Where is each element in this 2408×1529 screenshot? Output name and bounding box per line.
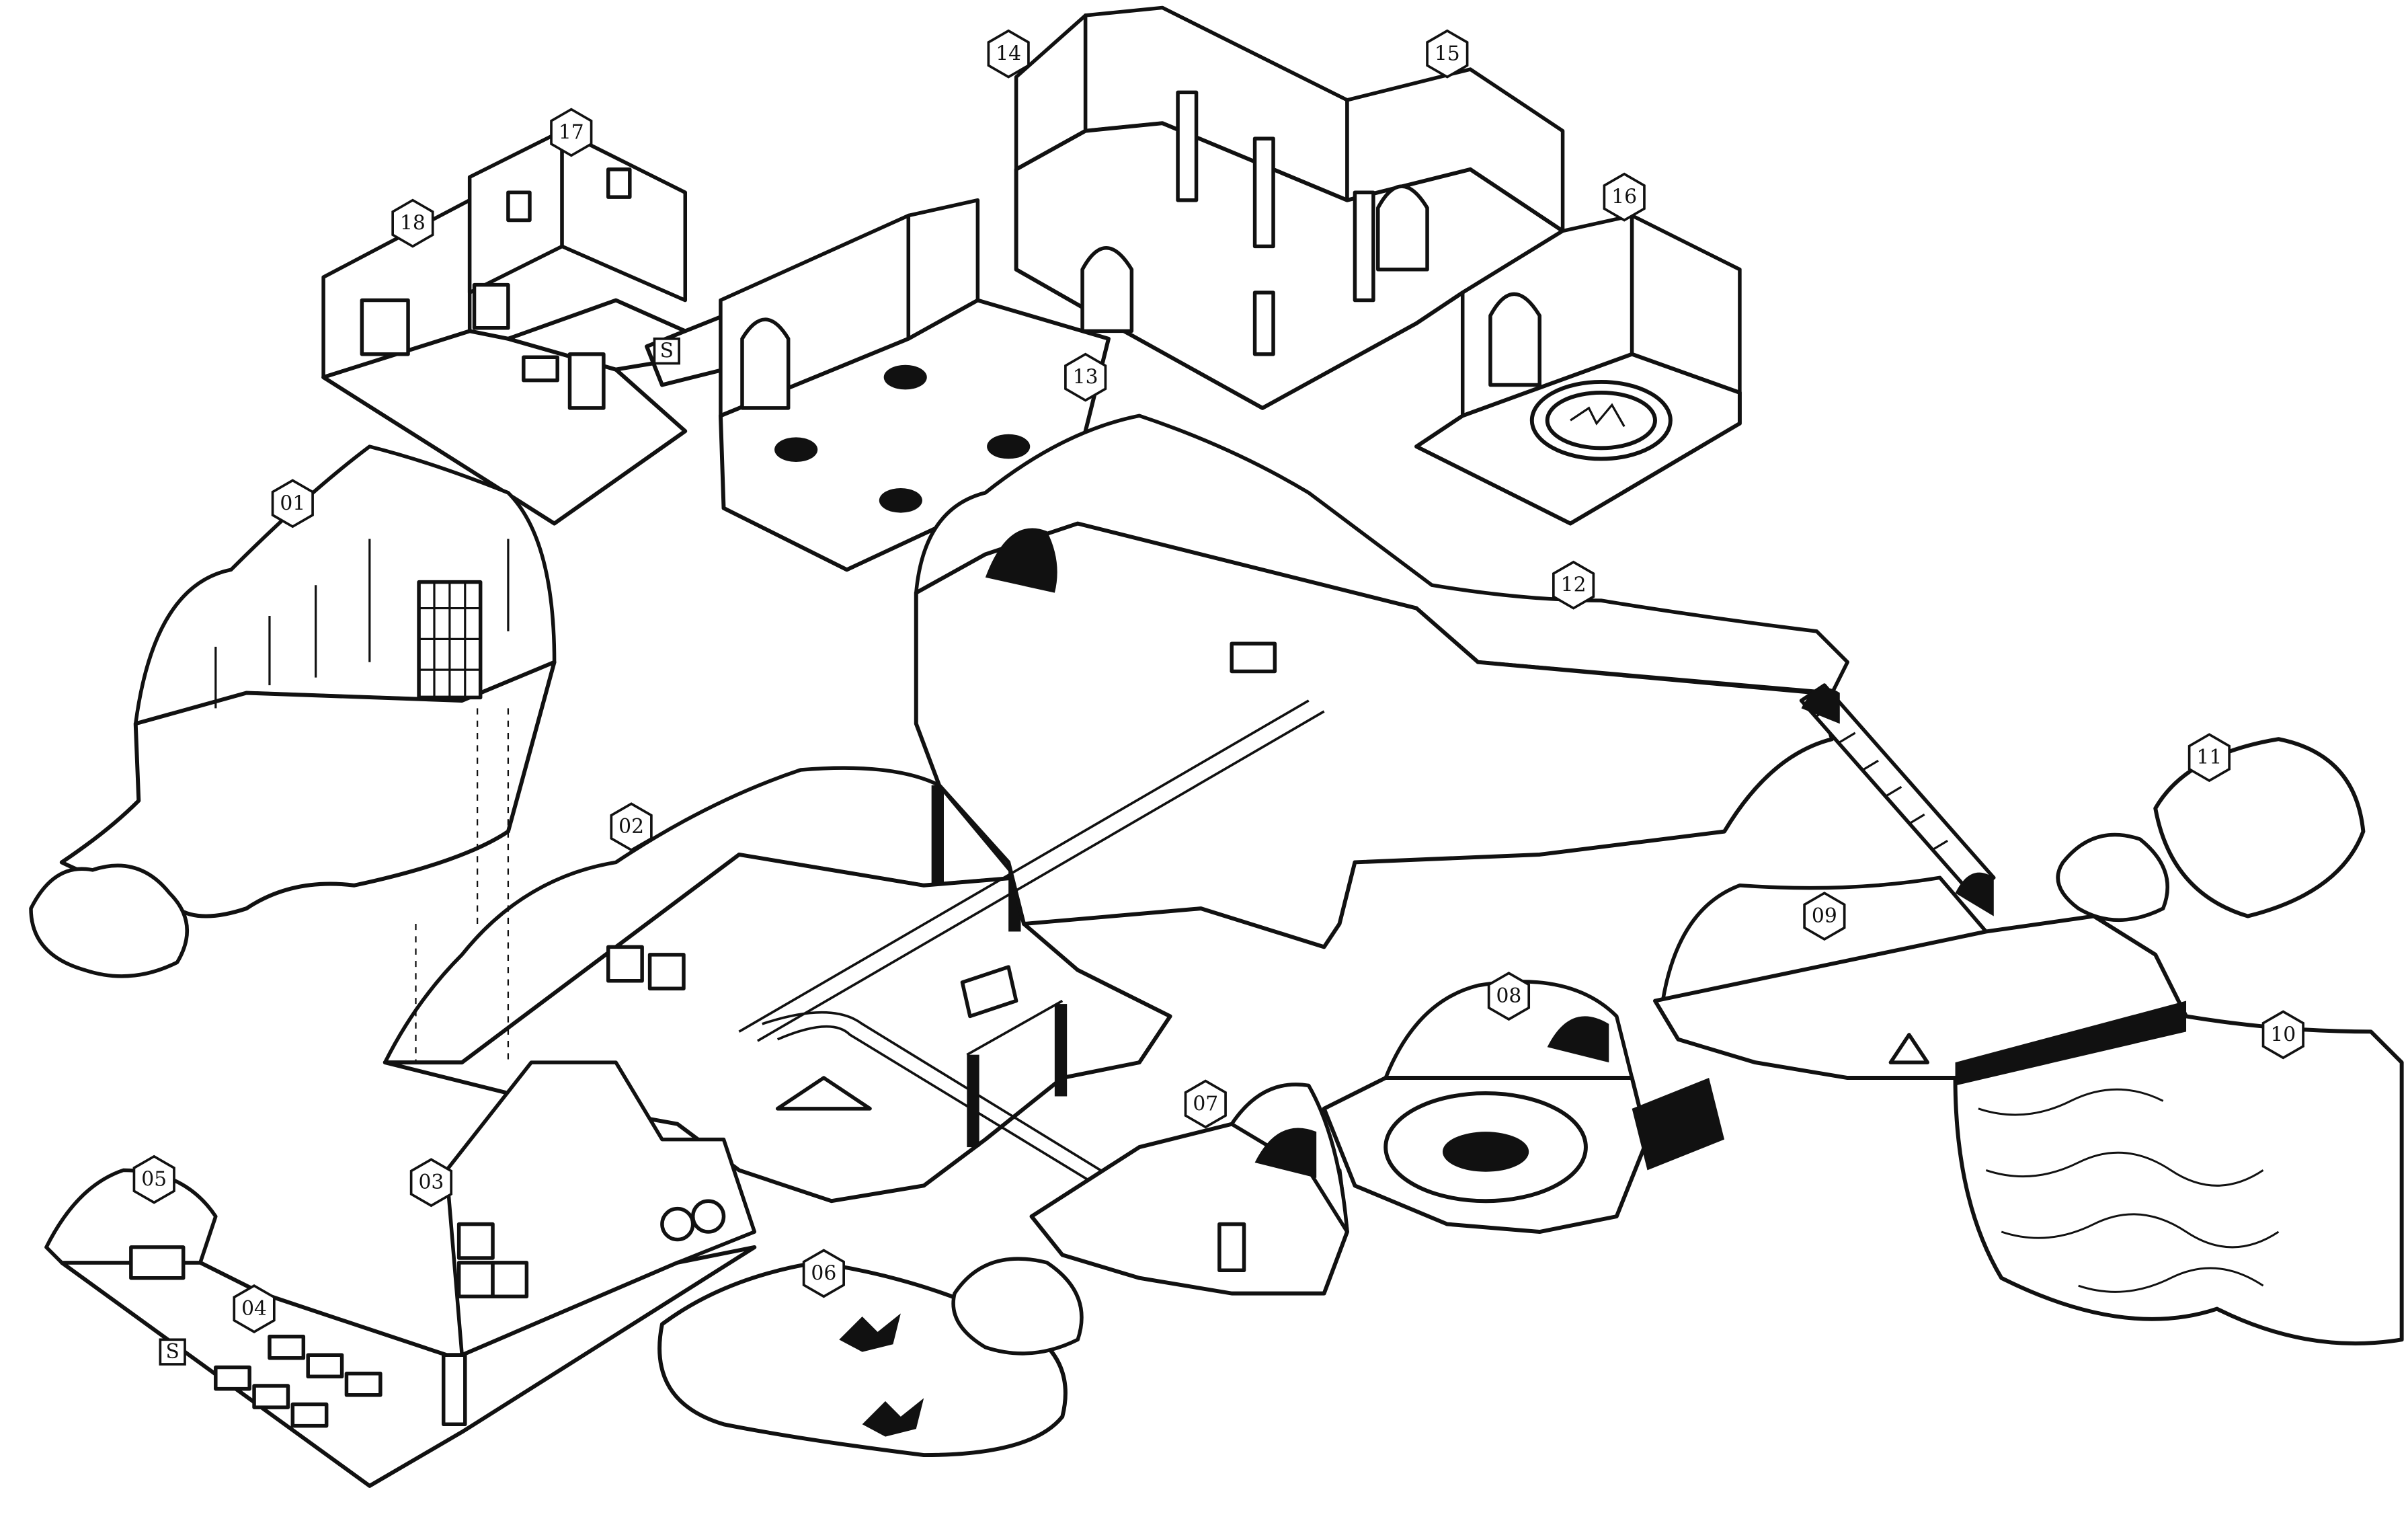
room-13-statue-hall [718,198,1111,572]
room-number: 05 [141,1168,167,1191]
hexagon-badge-icon [987,29,1030,79]
room-label-09: 09 [1803,892,1846,941]
room-label-04: 04 [233,1284,276,1333]
room-label-05: 05 [132,1154,175,1204]
room-number: 02 [618,815,644,838]
room-number: 08 [1496,984,1521,1008]
room-number: 12 [1561,574,1587,597]
hexagon-badge-icon [1426,29,1469,79]
hexagon-badge-icon [1803,892,1846,941]
room-number: 10 [2270,1023,2296,1046]
secret-door-marker-box [159,1338,186,1366]
room-label-17: 17 [550,108,593,157]
secret-door-marker-box [653,337,680,365]
room-label-15: 15 [1426,29,1469,79]
room-label-12: 12 [1552,560,1595,610]
room-number: 01 [280,492,305,515]
room-16-summoning-circle [1414,213,1742,526]
rooms-03-04-05-barracks [44,1060,757,1488]
room-label-02: 02 [610,802,653,852]
hexagon-badge-icon [233,1284,276,1333]
cave-12-great-cavern [914,414,1849,949]
room-number: 09 [1812,904,1837,928]
secret-door-markers: SS [159,337,680,1366]
cave-10-underground-river [1888,1001,2404,1346]
hexagon-badge-icon [2188,733,2231,783]
hexagon-badge-icon [1184,1079,1227,1129]
secret-door-marker: S [165,1340,179,1364]
room-number: 17 [559,120,584,144]
room-label-01: 01 [271,479,314,528]
hexagon-badge-icon [271,479,314,528]
cave-01 [29,444,557,978]
room-label-11: 11 [2188,733,2231,783]
room-number: 15 [1435,42,1460,66]
room-number: 18 [400,212,426,235]
room-label-06: 06 [802,1249,845,1298]
hexagon-badge-icon [2261,1010,2304,1060]
room-14-15-pillared-hall [1014,5,1565,410]
room-number: 16 [1611,186,1637,209]
room-number: 04 [241,1297,267,1321]
hexagon-badge-icon [1552,560,1595,610]
room-label-14: 14 [987,29,1030,79]
hexagon-badge-icon [550,108,593,157]
room-number: 03 [418,1171,444,1194]
minecart-tracks [738,699,1325,1243]
room-label-03: 03 [409,1158,453,1208]
hexagon-badge-icon [1064,352,1107,402]
elevation-guides [415,708,510,1063]
hexagon-badge-icon [1603,172,1646,222]
hexagon-badge-icon [391,198,434,248]
secret-door-marker: S [660,340,674,363]
room-number: 07 [1193,1092,1218,1115]
room-number: 11 [2196,746,2222,769]
room-label-07: 07 [1184,1079,1227,1129]
room-label-10: 10 [2261,1010,2304,1060]
hexagon-badge-icon [409,1158,453,1208]
room-labels: 01 02 03 04 05 06 07 08 09 10 11 12 13 14 15 16 17 18 [132,29,2304,1333]
cave-08-pit [1322,980,1725,1234]
hexagon-badge-icon [1487,972,1531,1021]
room-label-08: 08 [1487,972,1531,1021]
room-number: 06 [811,1261,836,1285]
cave-07 [1029,1083,1349,1296]
room-label-16: 16 [1603,172,1646,222]
room-label-13: 13 [1064,352,1107,402]
hexagon-badge-icon [802,1249,845,1298]
hexagon-badge-icon [610,802,653,852]
room-number: 14 [996,42,1021,66]
hexagon-badge-icon [132,1154,175,1204]
room-number: 13 [1073,366,1098,389]
cave-11 [2056,737,2366,923]
cave-06-drake-lair [657,1257,1084,1458]
room-label-18: 18 [391,198,434,248]
